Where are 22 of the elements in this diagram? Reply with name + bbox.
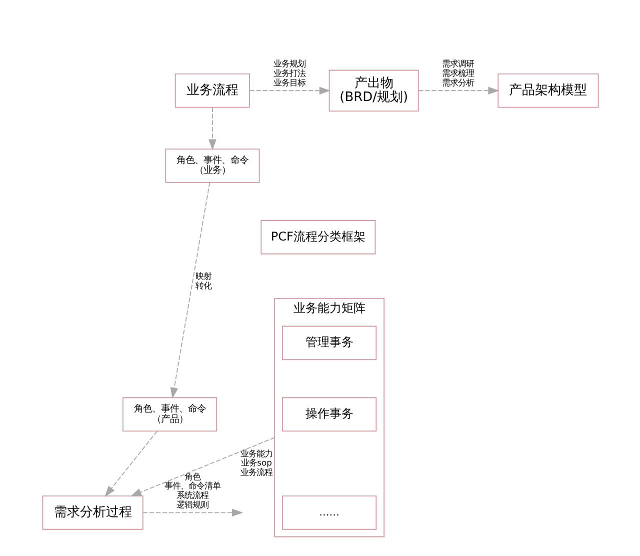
node-box: 产出物(BRD/规划) xyxy=(328,70,418,112)
edge-label: 映射转化 xyxy=(195,271,212,290)
arrow xyxy=(142,508,243,517)
arrow xyxy=(104,430,158,497)
node-box: 操作事务 xyxy=(282,397,376,432)
arrow xyxy=(418,86,499,95)
node-box: 业务流程 xyxy=(174,73,250,108)
node-box: 管理事务 xyxy=(282,326,376,360)
edge-label: 业务规划业务打法业务目标 xyxy=(272,58,305,88)
edge-label: 业务能力业务sop业务流程 xyxy=(240,448,272,477)
node-box: PCF流程分类框架 xyxy=(260,220,376,254)
arrow xyxy=(130,437,275,496)
edge-label: 需求调研需求梳理需求分析 xyxy=(442,58,474,88)
edge-label: 角色事件、命令清单系统流程逻辑规则 xyxy=(164,471,220,510)
arrow xyxy=(208,107,216,150)
node-box: 角色、事件、命令（产品） xyxy=(122,397,217,432)
arrow xyxy=(170,182,210,399)
node-box: …… xyxy=(282,496,376,530)
node-box: 需求分析过程 xyxy=(42,496,143,530)
node-box: 角色、事件、命令（业务） xyxy=(164,148,260,183)
node-box: 产品架构模型 xyxy=(497,73,598,108)
arrow xyxy=(248,86,330,95)
